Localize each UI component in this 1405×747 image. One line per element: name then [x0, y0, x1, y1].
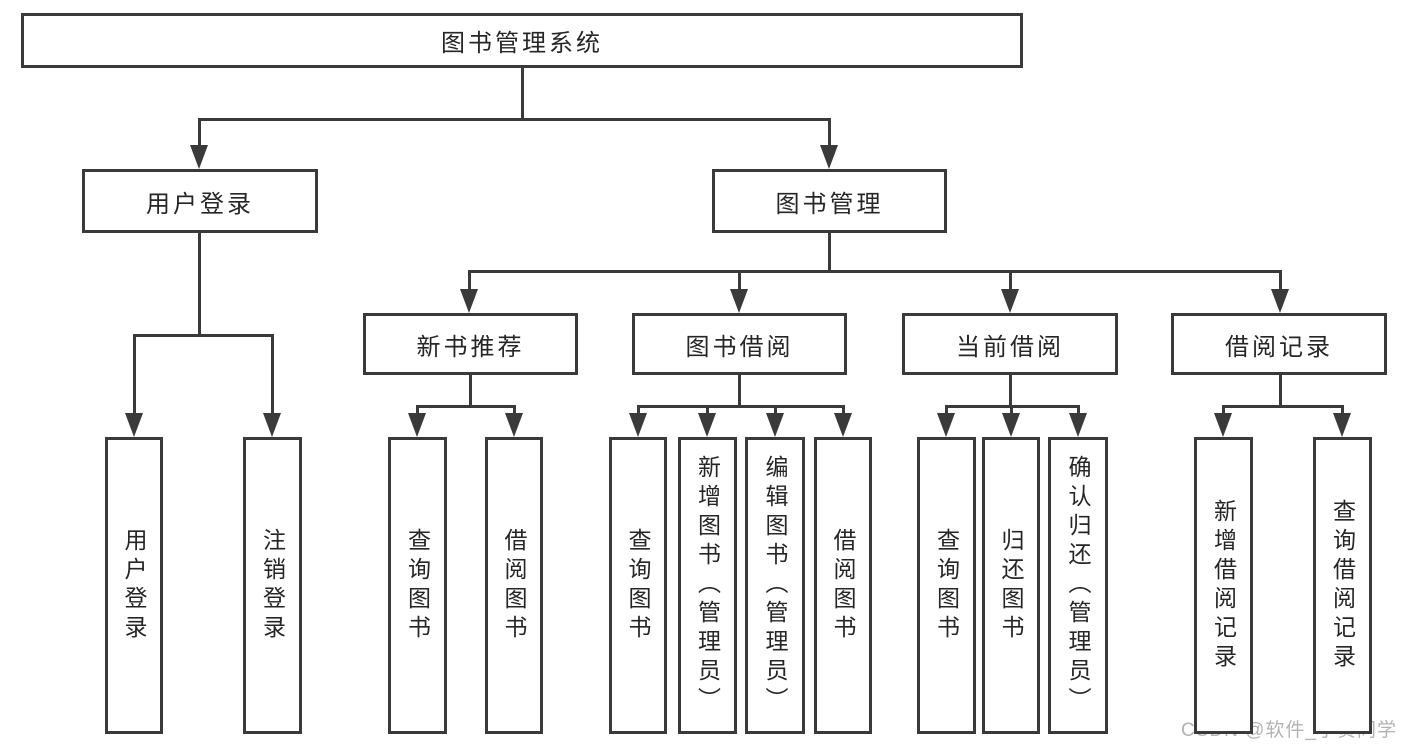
node-v-add-book: 新增图书（管理员）: [678, 437, 737, 734]
arrowhead-icon: [730, 289, 748, 313]
node-v-logout: 注销登录: [243, 437, 302, 734]
arrowhead-icon: [766, 413, 784, 437]
node-user-login: 用户登录: [82, 169, 318, 233]
connector-line: [197, 233, 201, 335]
connector-line: [468, 375, 472, 406]
connector-line: [415, 404, 516, 408]
node-v-query-book-3: 查询图书: [917, 437, 976, 734]
connector-line: [1076, 406, 1080, 417]
connector-line: [1278, 271, 1282, 293]
connector-line: [841, 406, 845, 417]
arrowhead-icon: [263, 413, 281, 437]
connector-line: [1340, 406, 1344, 417]
node-v-query-book-2: 查询图书: [609, 437, 667, 734]
node-current-borrow: 当前借阅: [902, 313, 1118, 375]
arrowhead-icon: [1333, 413, 1351, 437]
node-v-return-book: 归还图书: [982, 437, 1040, 734]
connector-line: [1008, 271, 1012, 293]
arrowhead-icon: [698, 413, 716, 437]
connector-line: [132, 333, 274, 337]
arrowhead-icon: [505, 413, 523, 437]
connector-line: [1009, 406, 1013, 417]
connector-line: [827, 119, 831, 149]
node-v-query-book-1: 查询图书: [388, 437, 447, 734]
connector-line: [636, 406, 640, 417]
connector-line: [944, 406, 948, 417]
connector-line: [1278, 375, 1282, 406]
arrowhead-icon: [1002, 413, 1020, 437]
connector-line: [636, 404, 845, 408]
arrowhead-icon: [1001, 289, 1019, 313]
arrowhead-icon: [125, 413, 143, 437]
arrowhead-icon: [1271, 289, 1289, 313]
node-book-borrow: 图书借阅: [632, 313, 847, 375]
connector-line: [197, 117, 831, 121]
connector-line: [1221, 404, 1344, 408]
connector-line: [415, 406, 419, 417]
arrowhead-icon: [629, 413, 647, 437]
connector-line: [197, 119, 201, 149]
arrowhead-icon: [834, 413, 852, 437]
connector-line: [467, 271, 471, 293]
arrowhead-icon: [820, 145, 838, 169]
connector-line: [737, 375, 741, 406]
connector-line: [1221, 406, 1225, 417]
node-v-borrow-book-1: 借阅图书: [485, 437, 543, 734]
connector-line: [705, 406, 709, 417]
connector-line: [270, 335, 274, 417]
node-v-add-borrow-record: 新增借阅记录: [1194, 437, 1253, 734]
node-new-book-recommend: 新书推荐: [363, 313, 578, 375]
arrowhead-icon: [408, 413, 426, 437]
arrowhead-icon: [1069, 413, 1087, 437]
arrowhead-icon: [190, 145, 208, 169]
arrowhead-icon: [937, 413, 955, 437]
connector-line: [132, 335, 136, 417]
arrowhead-icon: [1214, 413, 1232, 437]
node-v-query-borrow-record: 查询借阅记录: [1313, 437, 1372, 734]
connector-line: [773, 406, 777, 417]
connector-line: [1008, 375, 1012, 406]
node-book-management: 图书管理: [712, 169, 947, 233]
connector-line: [520, 68, 524, 119]
connector-line: [737, 271, 741, 293]
node-v-user-login: 用户登录: [105, 437, 163, 734]
connector-line: [512, 406, 516, 417]
connector-line: [467, 269, 1282, 273]
node-v-confirm-return: 确认归还（管理员）: [1048, 437, 1108, 734]
node-root: 图书管理系统: [21, 13, 1023, 68]
node-v-edit-book: 编辑图书（管理员）: [745, 437, 805, 734]
node-v-borrow-book-2: 借阅图书: [814, 437, 872, 734]
arrowhead-icon: [460, 289, 478, 313]
connector-line: [827, 233, 831, 271]
node-borrow-records: 借阅记录: [1171, 313, 1387, 375]
